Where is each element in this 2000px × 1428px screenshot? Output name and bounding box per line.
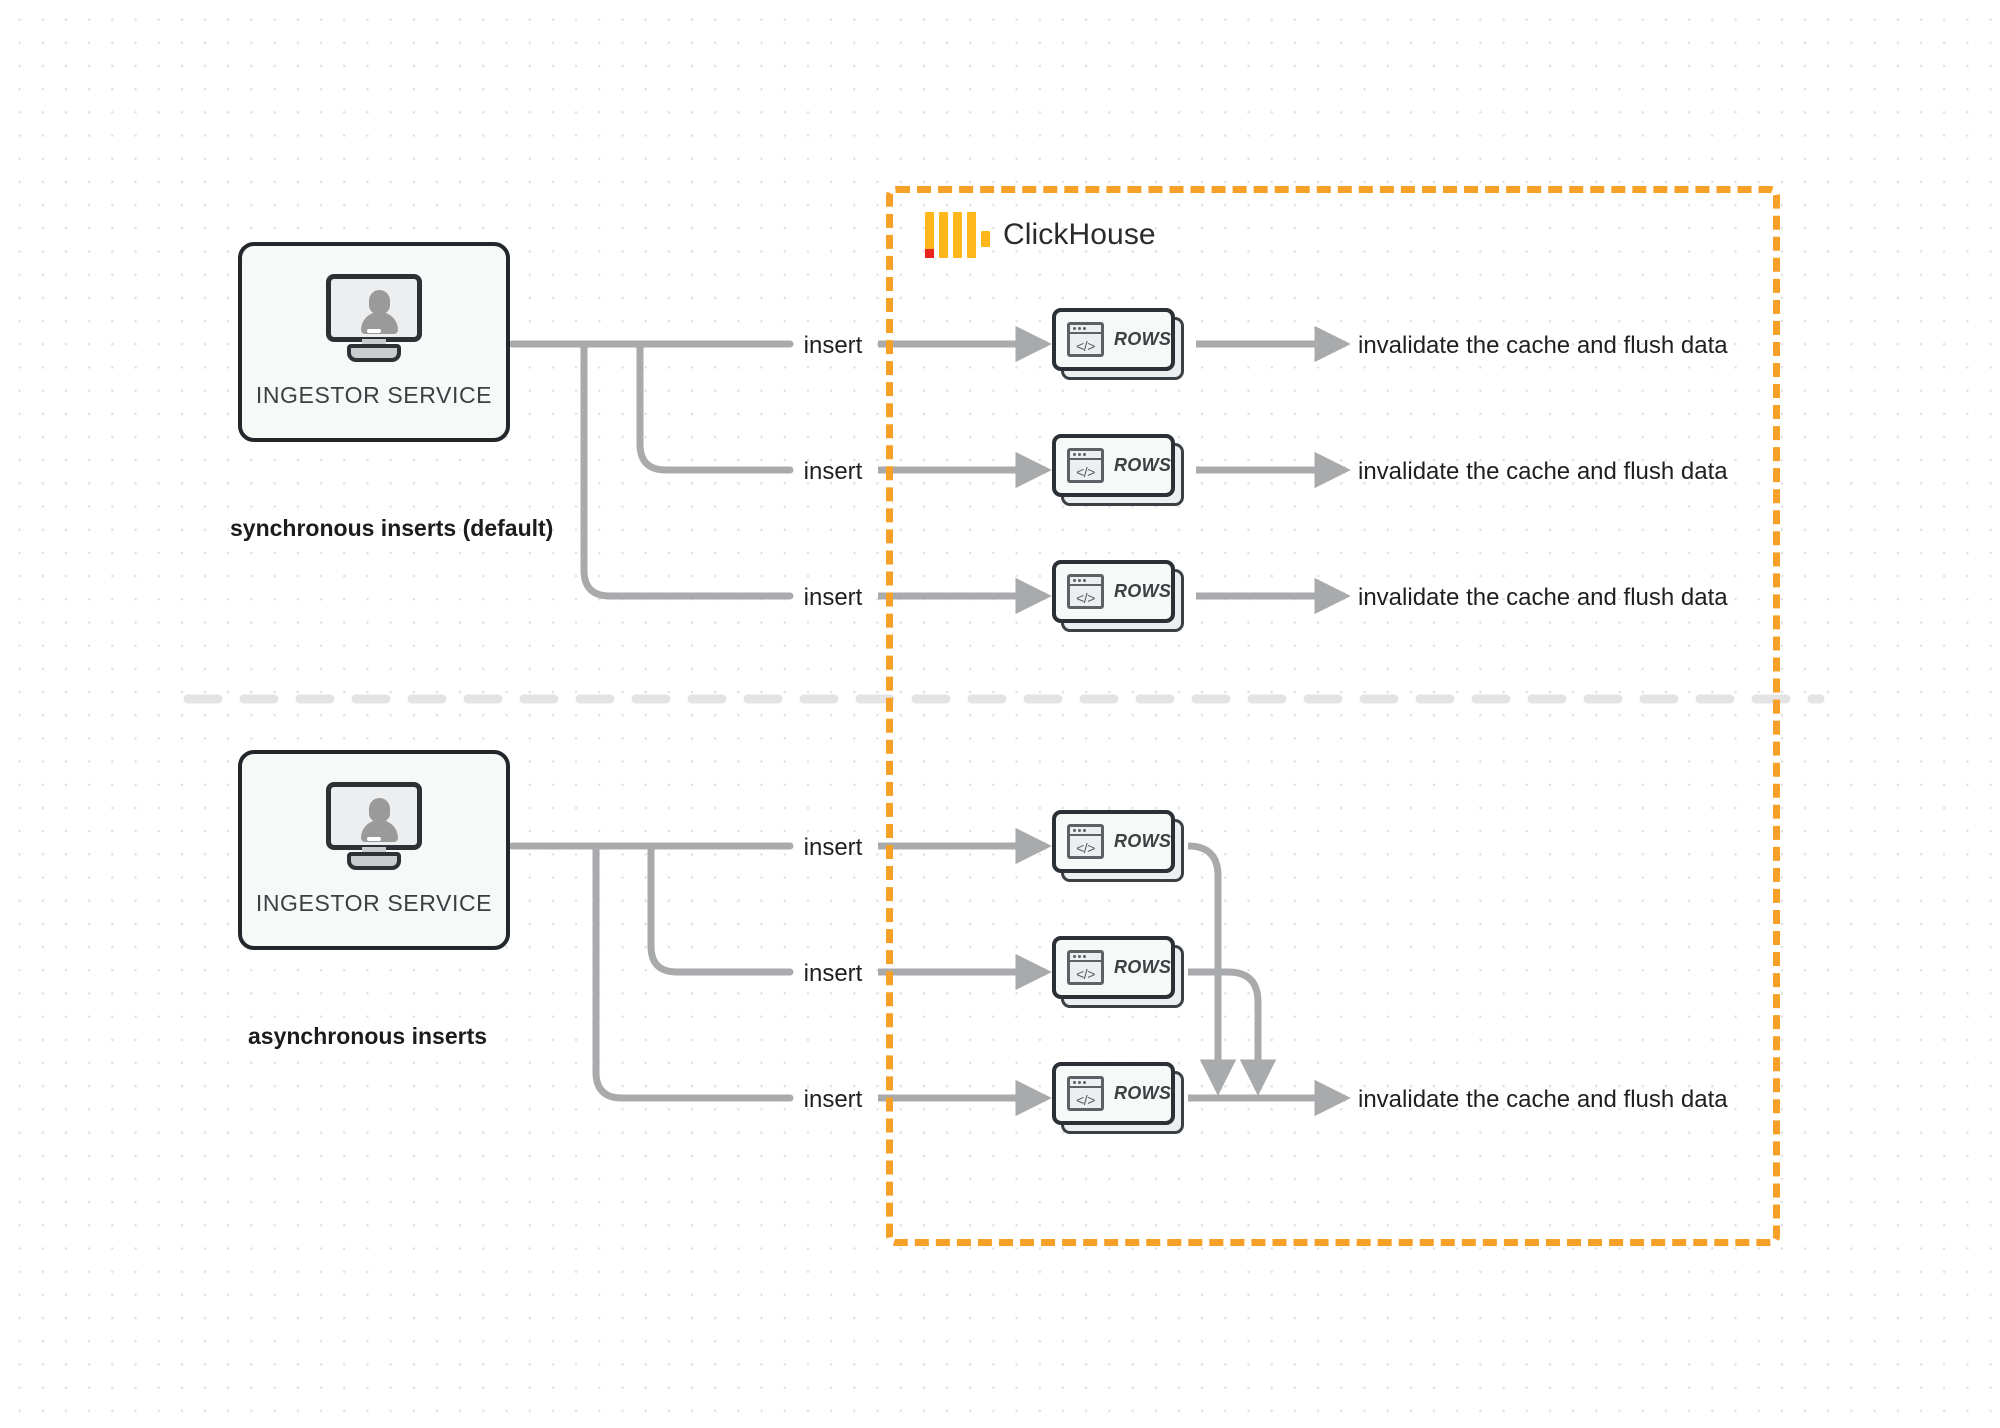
insert-label-sync-3: insert <box>803 584 863 611</box>
code-window-icon: </> <box>1067 950 1104 985</box>
window-dot-2 <box>1078 579 1081 582</box>
insert-label-async-2: insert <box>803 960 863 987</box>
avatar-head <box>369 798 390 822</box>
rows-card-front: </> ROWS <box>1052 434 1175 497</box>
avatar-body <box>361 820 398 842</box>
flush-label-sync-3: invalidate the cache and flush data <box>1358 584 1728 611</box>
window-dot-3 <box>1083 453 1086 456</box>
code-window-icon: </> <box>1067 448 1104 483</box>
window-dot-3 <box>1083 327 1086 330</box>
rows-label: ROWS <box>1114 329 1172 349</box>
avatar-body <box>361 312 398 334</box>
rows-node-async-3: </> ROWS <box>1052 1062 1184 1134</box>
wire-async-branch-2 <box>647 842 794 976</box>
rows-node-sync-2: </> ROWS <box>1052 434 1184 506</box>
code-glyph: </> <box>1076 965 1095 982</box>
code-window-titlebar <box>1070 827 1101 836</box>
rows-card-front: </> ROWS <box>1052 308 1175 371</box>
logo-bar-4 <box>967 212 976 258</box>
avatar-head <box>369 290 390 314</box>
rows-card-front: </> ROWS <box>1052 560 1175 623</box>
code-window-titlebar <box>1070 1079 1101 1088</box>
window-dot-2 <box>1078 453 1081 456</box>
rows-card-front: </> ROWS <box>1052 810 1175 873</box>
clickhouse-header: ClickHouse <box>925 212 1156 258</box>
wire-async-branch-3 <box>592 842 794 1102</box>
clickhouse-logo <box>925 212 990 258</box>
window-dot-1 <box>1073 829 1076 832</box>
rows-card-front: </> ROWS <box>1052 1062 1175 1125</box>
insert-label-async-3: insert <box>803 1086 863 1113</box>
rows-node-sync-1: </> ROWS <box>1052 308 1184 380</box>
ingestor-service-label: INGESTOR SERVICE <box>255 890 493 916</box>
rows-label: ROWS <box>1114 831 1172 851</box>
monitor-base <box>347 852 401 870</box>
code-window-icon: </> <box>1067 1076 1104 1111</box>
code-glyph: </> <box>1076 839 1095 856</box>
code-window-titlebar <box>1070 451 1101 460</box>
window-dot-2 <box>1078 829 1081 832</box>
rows-card-front: </> ROWS <box>1052 936 1175 999</box>
rows-node-async-1: </> ROWS <box>1052 810 1184 882</box>
code-glyph: </> <box>1076 1091 1095 1108</box>
logo-bar-2 <box>939 212 948 258</box>
code-window-icon: </> <box>1067 574 1104 609</box>
monitor-user-icon <box>326 782 422 870</box>
wire-sync-branch-3 <box>580 340 794 600</box>
insert-label-async-1: insert <box>803 834 863 861</box>
logo-bar-3 <box>953 212 962 258</box>
clickhouse-title: ClickHouse <box>1003 218 1156 251</box>
window-dot-3 <box>1083 579 1086 582</box>
logo-nub <box>981 231 990 247</box>
logo-red-square <box>925 249 934 258</box>
rows-label: ROWS <box>1114 455 1172 475</box>
flush-label-async: invalidate the cache and flush data <box>1358 1086 1728 1113</box>
clickhouse-boundary <box>886 186 1780 1246</box>
flush-label-sync-1: invalidate the cache and flush data <box>1358 332 1728 359</box>
wire-sync-branch-2 <box>636 340 794 474</box>
ingestor-service-sync: INGESTOR SERVICE <box>238 242 510 442</box>
insert-label-sync-2: insert <box>803 458 863 485</box>
code-glyph: </> <box>1076 589 1095 606</box>
monitor-user-icon <box>326 274 422 362</box>
window-dot-2 <box>1078 327 1081 330</box>
window-dot-3 <box>1083 955 1086 958</box>
window-dot-2 <box>1078 955 1081 958</box>
caption-synchronous-inserts: synchronous inserts (default) <box>230 515 554 541</box>
ingestor-service-async: INGESTOR SERVICE <box>238 750 510 950</box>
caption-asynchronous-inserts: asynchronous inserts <box>248 1023 488 1049</box>
window-dot-1 <box>1073 579 1076 582</box>
ingestor-service-label: INGESTOR SERVICE <box>255 382 493 408</box>
logo-bar-1 <box>925 212 934 258</box>
code-window-titlebar <box>1070 325 1101 334</box>
insert-label-sync-1: insert <box>803 332 863 359</box>
code-window-icon: </> <box>1067 824 1104 859</box>
rows-label: ROWS <box>1114 1083 1172 1103</box>
window-dot-3 <box>1083 829 1086 832</box>
window-dot-1 <box>1073 327 1076 330</box>
rows-node-sync-3: </> ROWS <box>1052 560 1184 632</box>
window-dot-3 <box>1083 1081 1086 1084</box>
code-glyph: </> <box>1076 463 1095 480</box>
monitor-indicator <box>367 329 381 333</box>
monitor-base <box>347 344 401 362</box>
rows-label: ROWS <box>1114 581 1172 601</box>
code-window-titlebar <box>1070 953 1101 962</box>
window-dot-1 <box>1073 1081 1076 1084</box>
rows-node-async-2: </> ROWS <box>1052 936 1184 1008</box>
rows-label: ROWS <box>1114 957 1172 977</box>
window-dot-1 <box>1073 955 1076 958</box>
code-window-icon: </> <box>1067 322 1104 357</box>
flush-label-sync-2: invalidate the cache and flush data <box>1358 458 1728 485</box>
code-window-titlebar <box>1070 577 1101 586</box>
code-glyph: </> <box>1076 337 1095 354</box>
monitor-indicator <box>367 837 381 841</box>
window-dot-2 <box>1078 1081 1081 1084</box>
window-dot-1 <box>1073 453 1076 456</box>
